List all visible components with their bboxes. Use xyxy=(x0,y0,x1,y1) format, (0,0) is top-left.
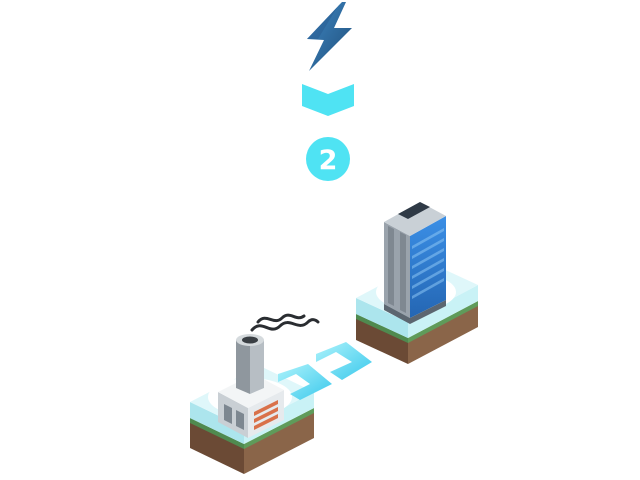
chevron-right-icon xyxy=(278,364,332,400)
lightning-bolt-icon xyxy=(307,2,352,71)
office-building-block xyxy=(356,202,478,364)
step-badge: 2 xyxy=(306,137,350,181)
flow-arrows xyxy=(278,342,372,400)
step-number: 2 xyxy=(319,145,338,176)
factory-block xyxy=(190,313,320,474)
chevron-down-icon xyxy=(302,84,354,116)
chevron-right-icon xyxy=(316,342,372,380)
